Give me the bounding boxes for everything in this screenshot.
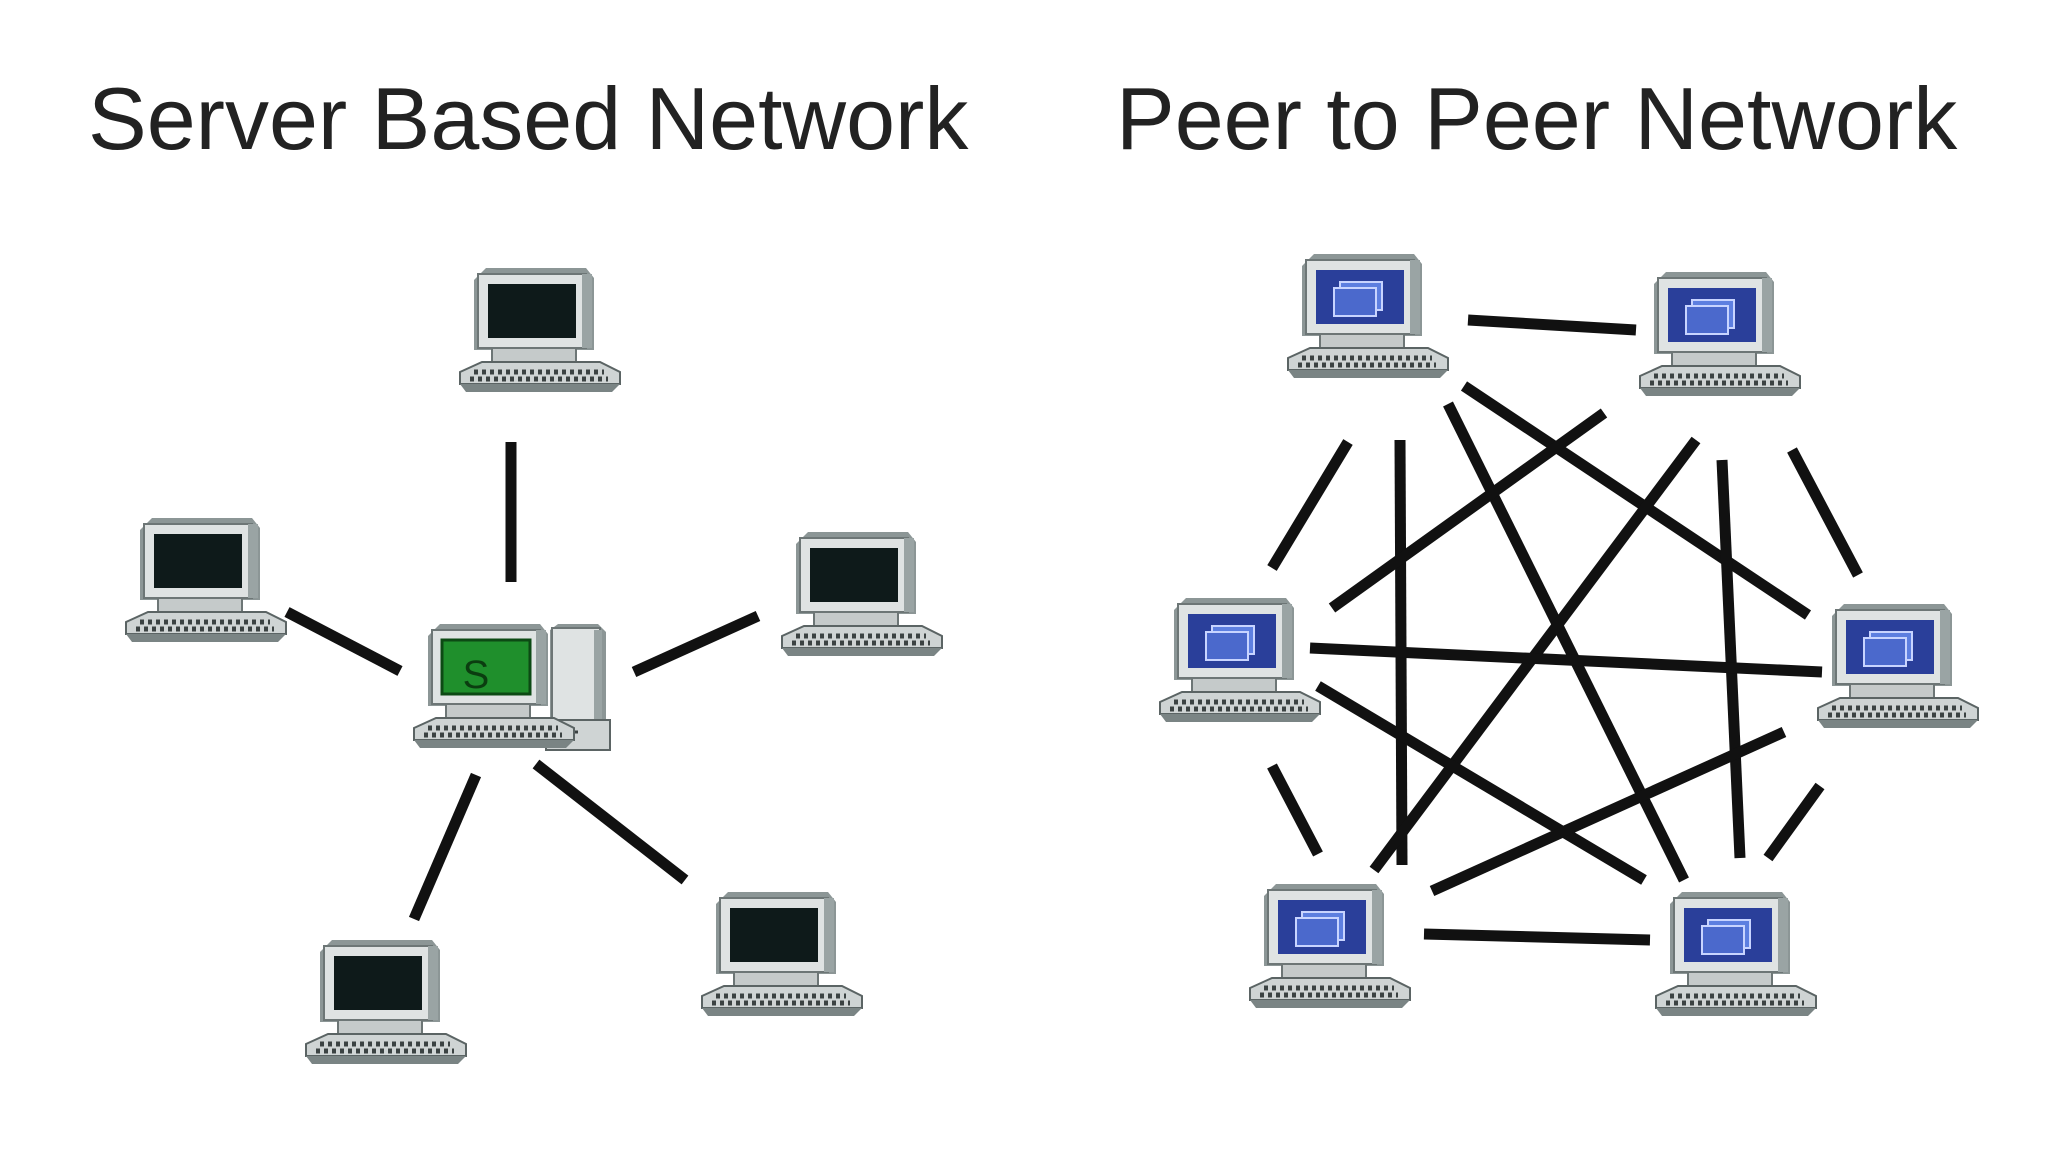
- link-peer: [1787, 447, 1863, 578]
- link-peer: [1460, 381, 1812, 620]
- server-based-network-title: Server Based Network: [88, 69, 969, 168]
- client-computer-icon: [306, 940, 466, 1064]
- link-peer: [1315, 681, 1647, 885]
- link-server-left: [284, 607, 403, 676]
- link-peer: [1429, 726, 1787, 897]
- link-server-bottom-right: [532, 759, 689, 885]
- peer-computer-icon: [1288, 254, 1448, 378]
- link-peer: [1443, 401, 1689, 883]
- server-network-links: [284, 442, 761, 922]
- client-computer-icon: [782, 532, 942, 656]
- link-peer: [1309, 642, 1823, 678]
- peer-computer-icon: [1818, 604, 1978, 728]
- link-peer: [1267, 763, 1323, 857]
- server-label: S: [463, 653, 490, 697]
- link-peer: [1267, 439, 1353, 571]
- peer-computer-icon: [1160, 598, 1320, 722]
- peer-computer-icon: [1656, 892, 1816, 1016]
- link-server-bottom-left: [408, 772, 482, 922]
- link-peer: [1467, 314, 1637, 336]
- link-peer: [1423, 928, 1651, 946]
- link-peer: [1328, 408, 1608, 613]
- peer-computer-icon: [1250, 884, 1410, 1008]
- client-computer-icon: [126, 518, 286, 642]
- peer-to-peer-network-title: Peer to Peer Network: [1116, 69, 1958, 168]
- link-peer: [1716, 459, 1746, 859]
- peer-network-links: [1267, 314, 1863, 946]
- client-computer-icon: [460, 268, 620, 392]
- link-peer: [1763, 782, 1825, 862]
- client-computer-icon: [702, 892, 862, 1016]
- peer-computer-icon: [1640, 272, 1800, 396]
- link-server-right: [631, 610, 761, 678]
- server-computer-icon: [414, 624, 611, 751]
